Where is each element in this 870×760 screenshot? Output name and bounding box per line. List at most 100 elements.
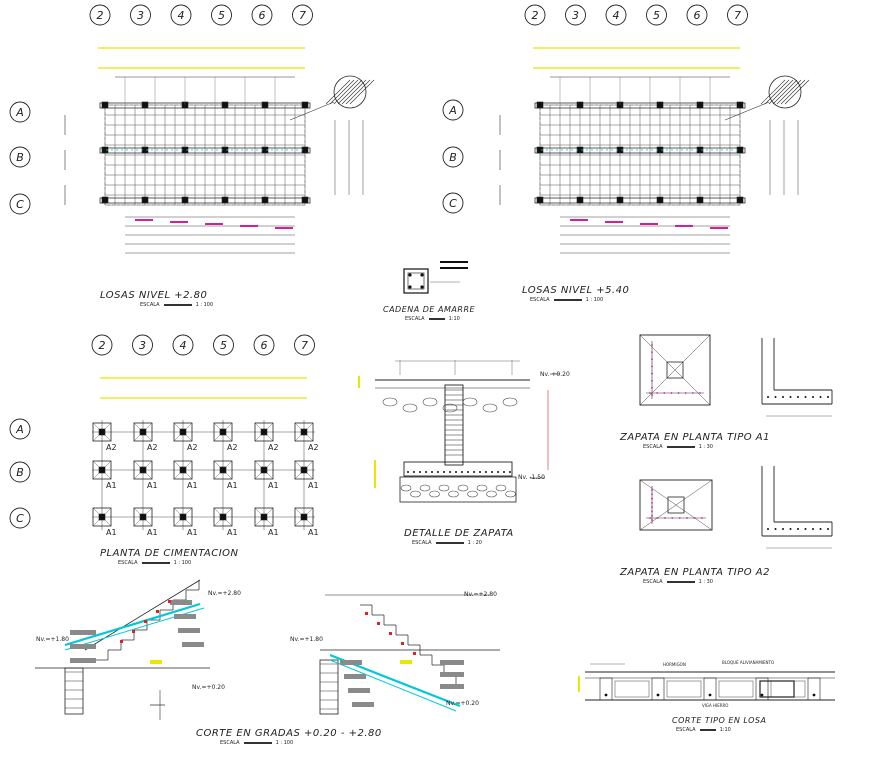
footing-bar (419, 471, 421, 473)
rebar-dot (246, 149, 248, 151)
rebar-dot (136, 149, 138, 151)
footing (173, 507, 193, 527)
rebar-dot (286, 149, 288, 151)
cadena-bar (420, 285, 424, 289)
title-detalle-zapata: DETALLE DE ZAPATA (404, 528, 514, 539)
title-corte-gradas: CORTE EN GRADAS +0.20 - +2.80 (196, 728, 382, 739)
footing-column (260, 428, 268, 436)
zapata-bar-dot (651, 379, 653, 382)
zapata-bar-dot (649, 392, 651, 394)
footing-bar (503, 471, 505, 473)
axis-letter-C-circle (442, 192, 464, 214)
stone (448, 490, 459, 498)
title-losas-280: LOSAS NIVEL +2.80 (100, 290, 208, 301)
axis-number-6-circle (253, 334, 275, 356)
axis-letter-C-label: C (449, 197, 457, 210)
footing (294, 507, 314, 527)
zapata-bar-dot (693, 517, 696, 519)
label-hormigon: HORMIGON (663, 662, 686, 667)
label-bloque: BLOQUE ALIVIANAMIENTO (722, 660, 774, 665)
stone (486, 490, 497, 498)
footing-column (179, 513, 187, 521)
zapata-bar-dot (656, 392, 659, 394)
axis-number-4-circle (170, 4, 192, 26)
column (656, 101, 664, 109)
axis-number-3-label: 3 (139, 339, 146, 352)
block-wall (319, 659, 339, 715)
red-tick (413, 652, 416, 655)
footing (254, 422, 274, 442)
zapata-bar-dot (651, 497, 653, 500)
elev-bar (812, 396, 814, 398)
rebar-dot (591, 149, 593, 151)
rebar-dot (276, 149, 278, 151)
rebar-dot (251, 149, 253, 151)
column (576, 101, 584, 109)
replantillo (399, 476, 517, 503)
cadena-bar (408, 273, 412, 277)
axis-number-3-label: 3 (137, 9, 144, 22)
footing-type-label: A1 (308, 528, 319, 537)
hatch (776, 79, 802, 105)
footing-type-label: A1 (227, 528, 238, 537)
footing-type-label: A2 (268, 443, 279, 452)
rebar-dot (176, 149, 178, 151)
axis-number-4-circle (172, 334, 194, 356)
axis-number-7-circle (292, 4, 313, 26)
column (736, 196, 744, 204)
losa-block (770, 680, 806, 698)
zapata-bar-dot (651, 358, 653, 361)
column (696, 101, 704, 109)
label-viga: VIGA HIERRO (702, 703, 728, 708)
stone (438, 484, 450, 492)
label-marker (205, 223, 223, 225)
axis-number-2-circle (524, 4, 546, 26)
rebar-dot (636, 149, 638, 151)
footing-column (260, 466, 268, 474)
hatch (329, 79, 355, 105)
rebar-dot (736, 149, 738, 151)
title-zapata-a1: ZAPATA EN PLANTA TIPO A1 (620, 432, 770, 443)
rebar-dot (596, 149, 598, 151)
footing-column (139, 513, 147, 521)
label-block (440, 684, 464, 689)
losa-block (614, 680, 650, 698)
label-block (70, 644, 96, 649)
rebar-dot (626, 149, 628, 151)
footing-column (300, 428, 308, 436)
zapata-bar-dot (651, 351, 653, 354)
losa-block-highlight (759, 680, 795, 698)
footing (133, 460, 153, 480)
rebar-dot (201, 149, 203, 151)
losas-280-plan (64, 75, 375, 254)
label-marker (675, 225, 693, 227)
column (101, 101, 109, 109)
stair-slab (64, 602, 201, 647)
zapata-a1-plan (639, 334, 833, 417)
footing-bar (467, 471, 469, 473)
axis-number-5-label: 5 (218, 9, 225, 22)
label-block (340, 660, 362, 665)
axis-number-5-circle (646, 4, 667, 26)
axis-letter-A-circle (442, 99, 464, 121)
rebar-dot (156, 149, 158, 151)
footing-column (219, 513, 227, 521)
soil-stone (422, 397, 438, 407)
footing-type-label: A2 (187, 443, 198, 452)
label-marker (605, 221, 623, 223)
rebar-dot (291, 149, 293, 151)
footing-slab (403, 461, 513, 477)
rebar-dot (181, 149, 183, 151)
stone (429, 490, 440, 498)
beam (534, 197, 746, 204)
rebar-dot (721, 149, 723, 151)
soil-stone (482, 403, 498, 413)
rebar-dot (211, 149, 213, 151)
losa-section: HORMIGON BLOQUE ALIVIANAMIENTO VIGA HIERRO (578, 660, 835, 708)
rebar-dot (606, 149, 608, 151)
dim-yellow (358, 376, 360, 388)
dim-yellow (374, 460, 376, 488)
column (261, 196, 269, 204)
